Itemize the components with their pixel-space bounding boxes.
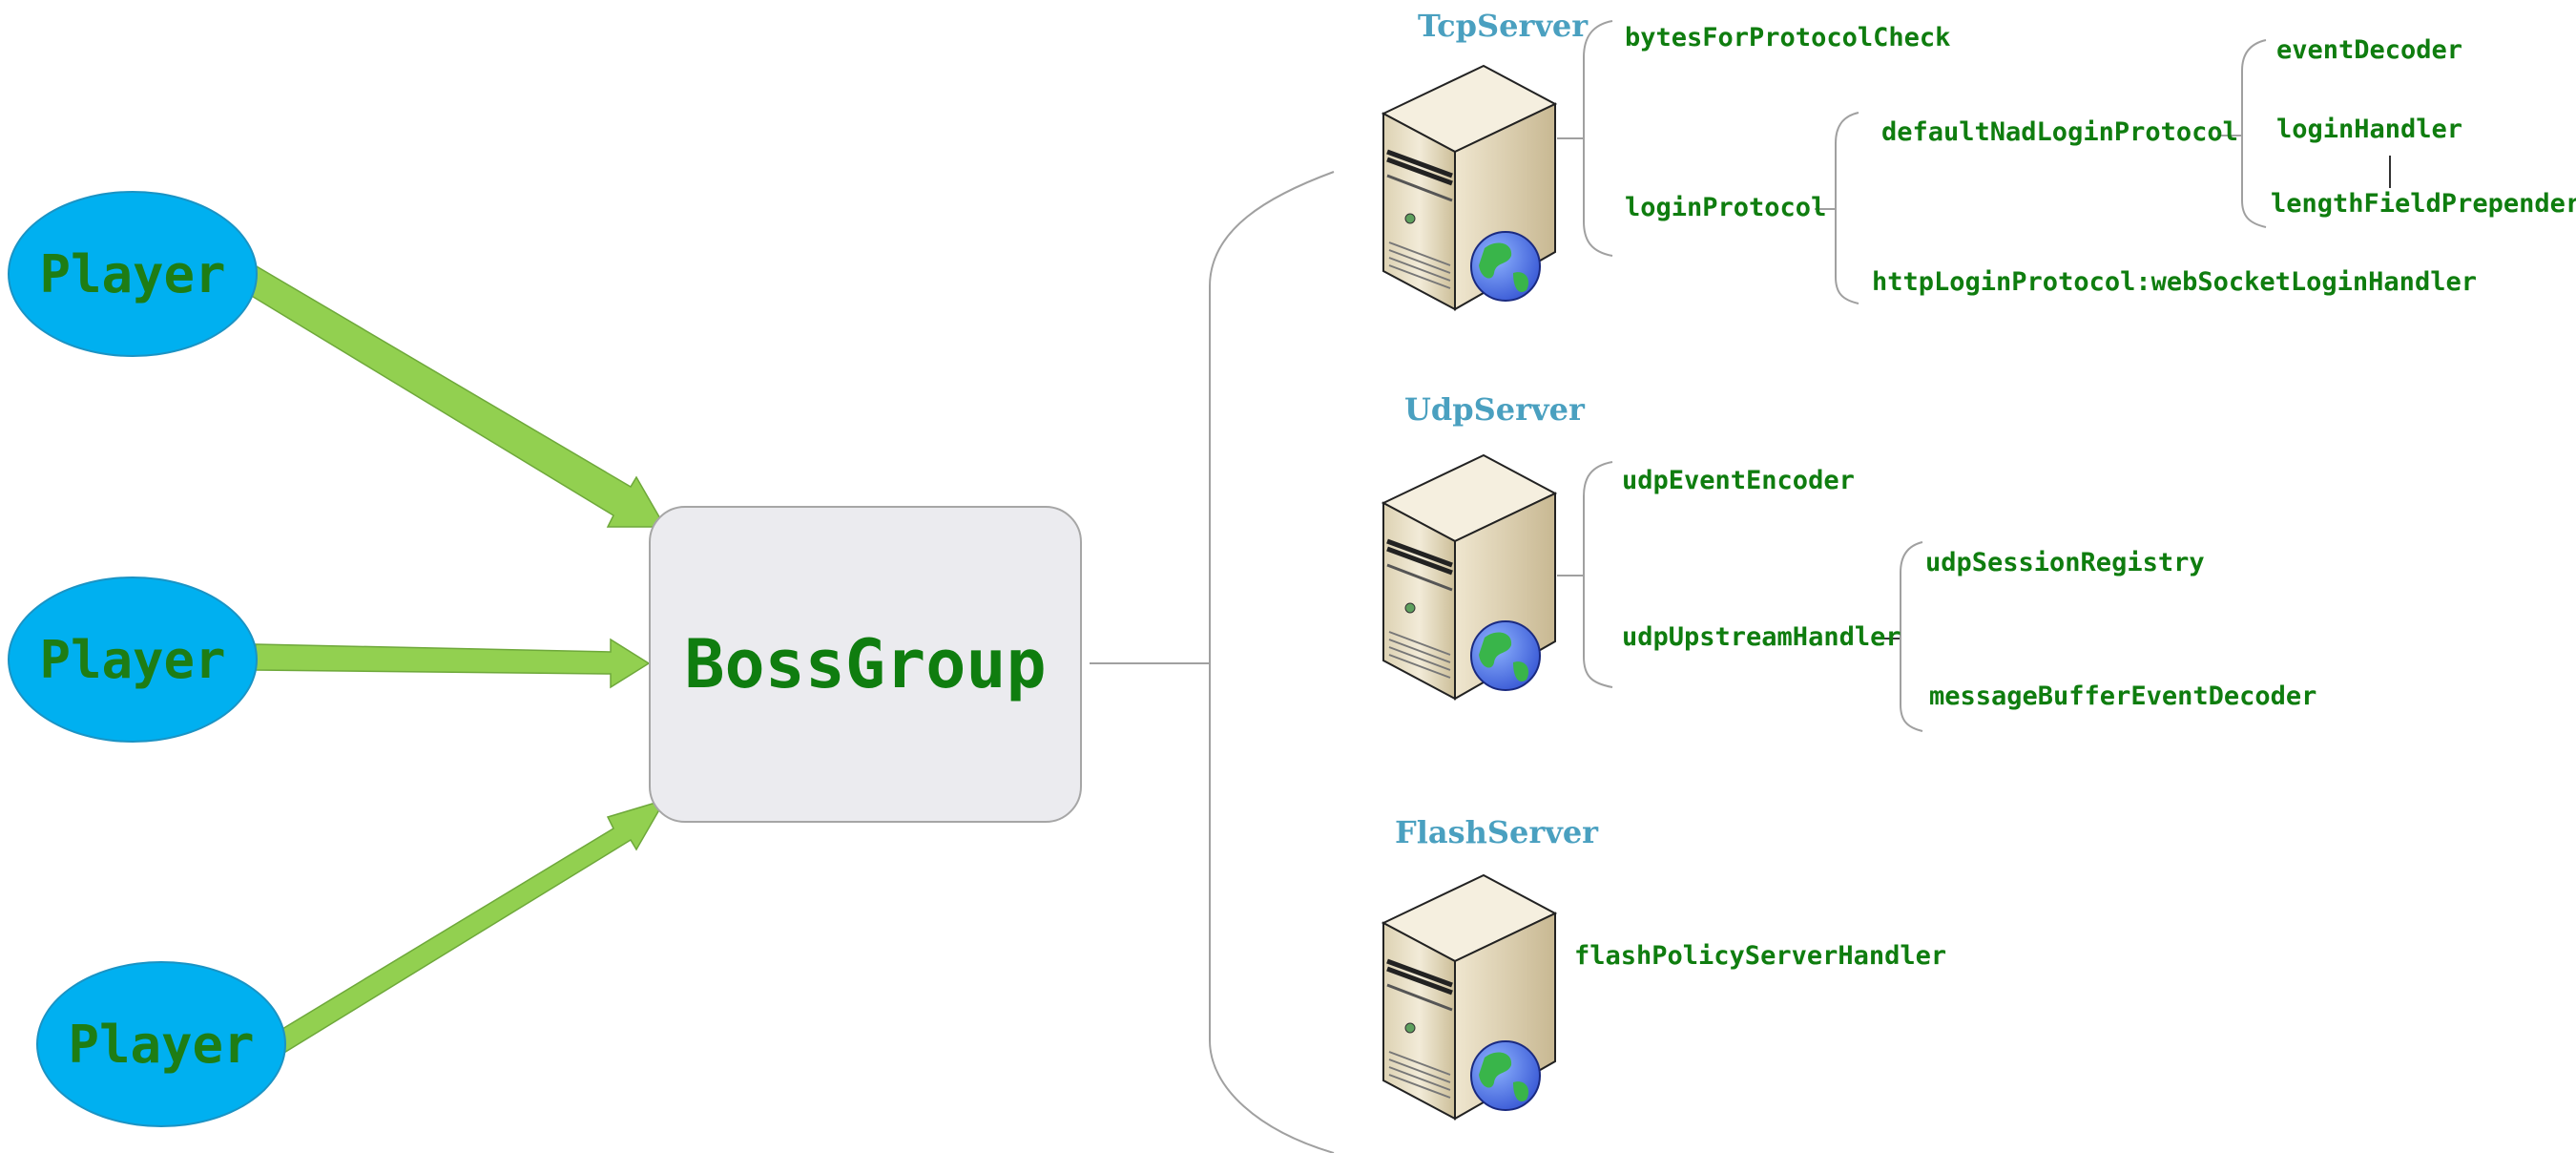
udp-handler-bracket bbox=[1583, 461, 1613, 688]
tcp-handler-login-handler: loginHandler bbox=[2276, 115, 2463, 144]
tcp-server-icon bbox=[1381, 64, 1558, 311]
tcp-handler-event-decoder: eventDecoder bbox=[2276, 35, 2463, 65]
servers-bracket bbox=[1209, 171, 1335, 1153]
tcp-handler-default-login-protocol: defaultNadLoginProtocol bbox=[1881, 117, 2238, 147]
boss-group-label: BossGroup bbox=[684, 625, 1047, 703]
arrow-player-3-to-boss bbox=[281, 798, 667, 1056]
tcp-handler-login-protocol: loginProtocol bbox=[1625, 193, 1827, 222]
udp-server-icon bbox=[1381, 453, 1558, 701]
tcp-server-title: TcpServer bbox=[1418, 8, 1589, 44]
player-node-2: Player bbox=[8, 576, 258, 743]
tcp-handler-bytes-for-protocol-check: bytesForProtocolCheck bbox=[1625, 23, 1951, 52]
udp-handler-upstream-handler: udpUpstreamHandler bbox=[1622, 622, 1901, 652]
login-protocol-bracket bbox=[1835, 112, 1859, 304]
player-node-1: Player bbox=[8, 191, 258, 357]
udp-upstream-bracket bbox=[1900, 541, 1923, 732]
player-label: Player bbox=[68, 1014, 255, 1075]
tcp-handler-bracket bbox=[1583, 20, 1613, 257]
flash-server-icon bbox=[1381, 873, 1558, 1121]
player-label: Player bbox=[39, 629, 226, 690]
arrow-player-1-to-boss bbox=[249, 261, 667, 528]
flash-handler-policy-server-handler: flashPolicyServerHandler bbox=[1574, 941, 1947, 971]
flash-server-title: FlashServer bbox=[1395, 814, 1599, 850]
udp-server-title: UdpServer bbox=[1404, 391, 1585, 428]
udp-handler-event-encoder: udpEventEncoder bbox=[1622, 466, 1855, 495]
udp-handler-session-registry: udpSessionRegistry bbox=[1925, 548, 2205, 577]
boss-group-node: BossGroup bbox=[649, 506, 1082, 823]
default-login-bracket bbox=[2241, 39, 2267, 228]
player-label: Player bbox=[39, 243, 226, 304]
udp-handler-message-buffer-event-decoder: messageBufferEventDecoder bbox=[1929, 681, 2317, 711]
tcp-handler-length-field-prepender: lengthFieldPrepender bbox=[2271, 189, 2576, 219]
tcp-handler-http-login-protocol: httpLoginProtocol:webSocketLoginHandler bbox=[1872, 267, 2477, 297]
arrow-player-2-to-boss bbox=[255, 638, 651, 689]
player-node-3: Player bbox=[36, 961, 286, 1127]
